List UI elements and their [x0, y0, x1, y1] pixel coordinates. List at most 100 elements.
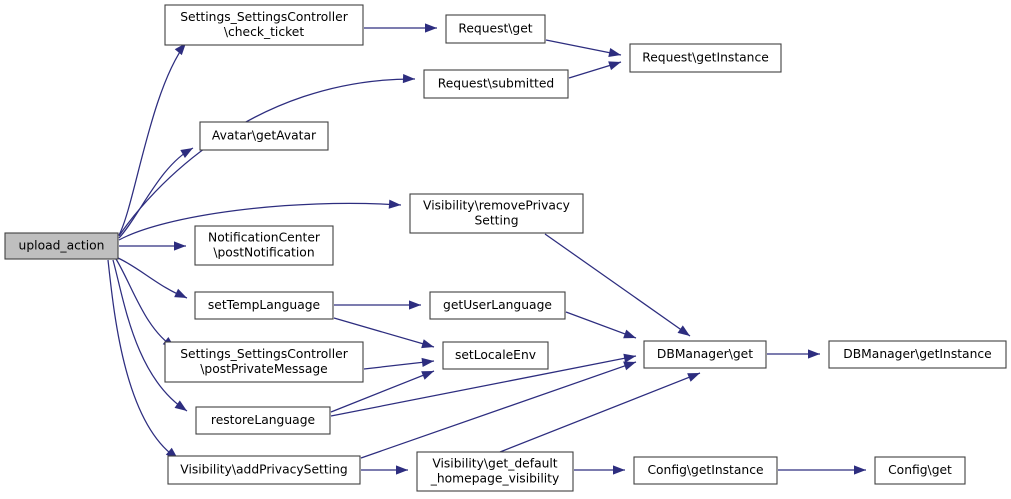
edge-upload_action-to-visibility_removeprivacysetting [118, 199, 402, 241]
node-config_getinstance[interactable]: Config\getInstance [633, 456, 778, 485]
node-settings_check_ticket[interactable]: Settings_SettingsController\check_ticket [164, 4, 364, 46]
node-getuserlanguage[interactable]: getUserLanguage [429, 291, 566, 320]
node-upload_action[interactable]: upload_action [4, 232, 119, 260]
node-label: Setting [474, 214, 518, 228]
node-box[interactable] [194, 291, 334, 320]
edge-arrowhead [396, 465, 408, 475]
node-box[interactable] [194, 225, 334, 266]
node-label: Visibility\addPrivacySetting [180, 463, 347, 477]
node-box[interactable] [4, 232, 119, 260]
node-box[interactable] [409, 193, 584, 234]
edge-visibility_addprivacysetting-to-dbmanager_get [360, 361, 637, 459]
node-label: \check_ticket [224, 25, 305, 39]
node-label: upload_action [19, 239, 105, 253]
edge-restorelanguage-to-dbmanager_get [330, 353, 637, 417]
node-box[interactable] [164, 341, 364, 383]
edge-settings_check_ticket-to-request_get [364, 23, 437, 33]
node-box[interactable] [429, 291, 566, 320]
node-restorelanguage[interactable]: restoreLanguage [195, 406, 331, 435]
node-label: \postNotification [213, 246, 314, 260]
edge-line [118, 147, 194, 239]
edge-line [107, 259, 179, 460]
node-label: Avatar\getAvatar [212, 129, 317, 143]
edge-visibility_get_default_homepage_visibility-to-config_getinstance [574, 465, 625, 475]
edge-settemplanguage-to-getuserlanguage [334, 300, 421, 310]
node-box[interactable] [445, 14, 546, 44]
node-label: Visibility\get_default [432, 456, 557, 470]
node-dbmanager_getinstance[interactable]: DBManager\getInstance [828, 340, 1007, 369]
node-label: Config\getInstance [647, 463, 763, 477]
edge-upload_action-to-avatar_getavatar [118, 147, 194, 239]
edge-arrowhead [854, 465, 866, 475]
edge-request_submitted-to-request_getinstance [568, 61, 622, 79]
edge-upload_action-to-settemplanguage [117, 257, 188, 299]
edge-settings_postprivatemessage-to-setlocaleenv [363, 357, 435, 370]
edge-arrowhead [388, 199, 401, 209]
node-box[interactable] [828, 340, 1007, 369]
node-dbmanager_get[interactable]: DBManager\get [643, 340, 767, 369]
node-box[interactable] [633, 456, 778, 485]
node-box[interactable] [416, 451, 574, 492]
edge-arrowhead [421, 339, 434, 349]
node-label: Settings_SettingsController [180, 347, 348, 361]
edge-arrowhead [608, 48, 621, 58]
node-notificationcenter_postnotification[interactable]: NotificationCenter \postNotification [194, 225, 334, 266]
node-visibility_get_default_homepage_visibility[interactable]: Visibility\get_default_homepage_visibili… [416, 451, 574, 492]
node-label: getUserLanguage [443, 298, 552, 312]
edge-line [544, 233, 691, 337]
edge-dbmanager_get-to-dbmanager_getinstance [767, 349, 820, 359]
node-request_submitted[interactable]: Request\submitted [423, 69, 569, 99]
edge-arrowhead [421, 371, 434, 380]
edge-line [330, 355, 637, 417]
node-box[interactable] [164, 4, 364, 46]
edge-upload_action-to-settings_check_ticket [118, 42, 187, 236]
node-label: Visibility\removePrivacy [423, 198, 570, 212]
edge-arrowhead [174, 400, 187, 411]
node-settings_postprivatemessage[interactable]: Settings_SettingsController\postPrivateM… [164, 341, 364, 383]
node-label: \postPrivateMessage [200, 362, 327, 376]
node-label: Request\get [458, 22, 532, 36]
edge-arrowhead [421, 357, 434, 368]
node-box[interactable] [442, 341, 549, 370]
edge-visibility_removeprivacysetting-to-dbmanager_get [544, 233, 691, 337]
edge-line [118, 42, 187, 236]
edge-arrowhead [180, 148, 193, 158]
node-box[interactable] [199, 121, 329, 151]
node-label: setLocaleEnv [455, 348, 536, 362]
node-box[interactable] [195, 406, 331, 435]
edge-arrowhead [425, 23, 437, 33]
edge-line [118, 202, 402, 241]
edge-config_getinstance-to-config_get [778, 465, 866, 475]
nodes-layer: upload_actionSettings_SettingsController… [4, 4, 1007, 492]
node-request_get[interactable]: Request\get [445, 14, 546, 44]
edge-line [360, 361, 637, 459]
edge-line [112, 259, 188, 412]
edge-upload_action-to-notificationcenter_postnotification [119, 241, 186, 251]
node-visibility_addprivacysetting[interactable]: Visibility\addPrivacySetting [167, 455, 361, 485]
node-setlocaleenv[interactable]: setLocaleEnv [442, 341, 549, 370]
node-box[interactable] [167, 455, 361, 485]
edge-settemplanguage-to-setlocaleenv [333, 317, 435, 349]
node-label: Settings_SettingsController [180, 10, 348, 24]
node-box[interactable] [629, 43, 782, 73]
edge-arrowhead [677, 325, 690, 336]
node-box[interactable] [423, 69, 569, 99]
edge-arrowhead [623, 353, 636, 363]
node-request_getinstance[interactable]: Request\getInstance [629, 43, 782, 73]
edge-arrowhead [409, 300, 421, 310]
edge-arrowhead [174, 241, 186, 251]
node-avatar_getavatar[interactable]: Avatar\getAvatar [199, 121, 329, 151]
edge-upload_action-to-restorelanguage [112, 259, 188, 412]
edge-upload_action-to-request_submitted [118, 73, 416, 237]
edge-arrowhead [174, 43, 186, 56]
node-box[interactable] [874, 456, 966, 485]
node-box[interactable] [643, 340, 767, 369]
edge-arrowhead [402, 73, 415, 84]
node-label: NotificationCenter [208, 230, 321, 244]
edge-line [545, 39, 622, 56]
node-settemplanguage[interactable]: setTempLanguage [194, 291, 334, 320]
edge-restorelanguage-to-setlocaleenv [330, 370, 435, 413]
node-config_get[interactable]: Config\get [874, 456, 966, 485]
edge-line [333, 317, 435, 348]
